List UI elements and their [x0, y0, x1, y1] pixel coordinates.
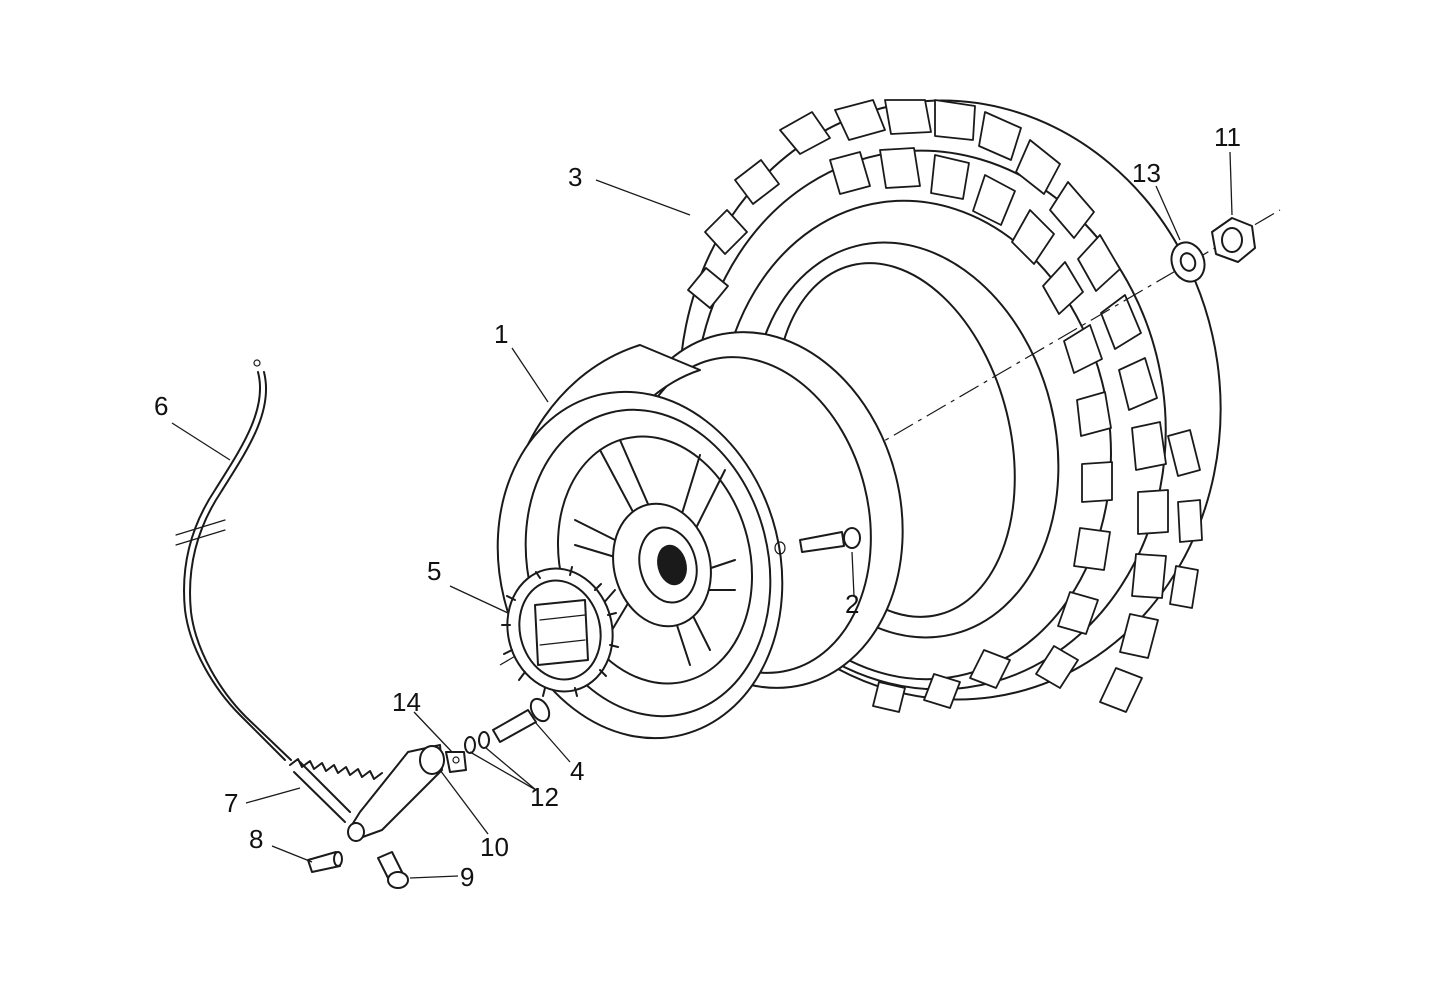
o-rings: [464, 731, 490, 754]
callout-14: 14: [392, 687, 421, 717]
callout-13: 13: [1132, 158, 1161, 188]
tread-blocks: [687, 99, 1203, 713]
axle-washer: [1170, 241, 1206, 283]
brake-cam-spindle: [492, 697, 551, 743]
callout-4: 4: [570, 756, 584, 786]
callout-9: 9: [460, 862, 474, 892]
return-spring: [289, 758, 383, 823]
callout-5: 5: [427, 556, 441, 586]
callouts: 1 2 3 4 5 6 7 8 9 10 11 12 13 14: [154, 122, 1241, 892]
callout-11: 11: [1214, 122, 1241, 152]
brake-lever: [347, 744, 445, 842]
brake-cable: [175, 359, 292, 761]
axle-nut: [1211, 217, 1256, 263]
washer-14: [445, 751, 467, 773]
callout-12: 12: [530, 782, 559, 812]
lever-bolt: [377, 851, 409, 889]
callout-3: 3: [568, 162, 582, 192]
callout-7: 7: [224, 788, 238, 818]
cable-pin: [307, 851, 343, 873]
callout-8: 8: [249, 824, 263, 854]
leader-lines: [171, 151, 1233, 879]
callout-2: 2: [845, 589, 859, 619]
axle-centerline: [499, 209, 1281, 666]
callout-10: 10: [480, 832, 509, 862]
callout-1: 1: [494, 319, 508, 349]
callout-6: 6: [154, 391, 168, 421]
tyre-valve: [774, 527, 861, 555]
rim: [496, 331, 904, 740]
brake-shoes: [501, 566, 619, 697]
